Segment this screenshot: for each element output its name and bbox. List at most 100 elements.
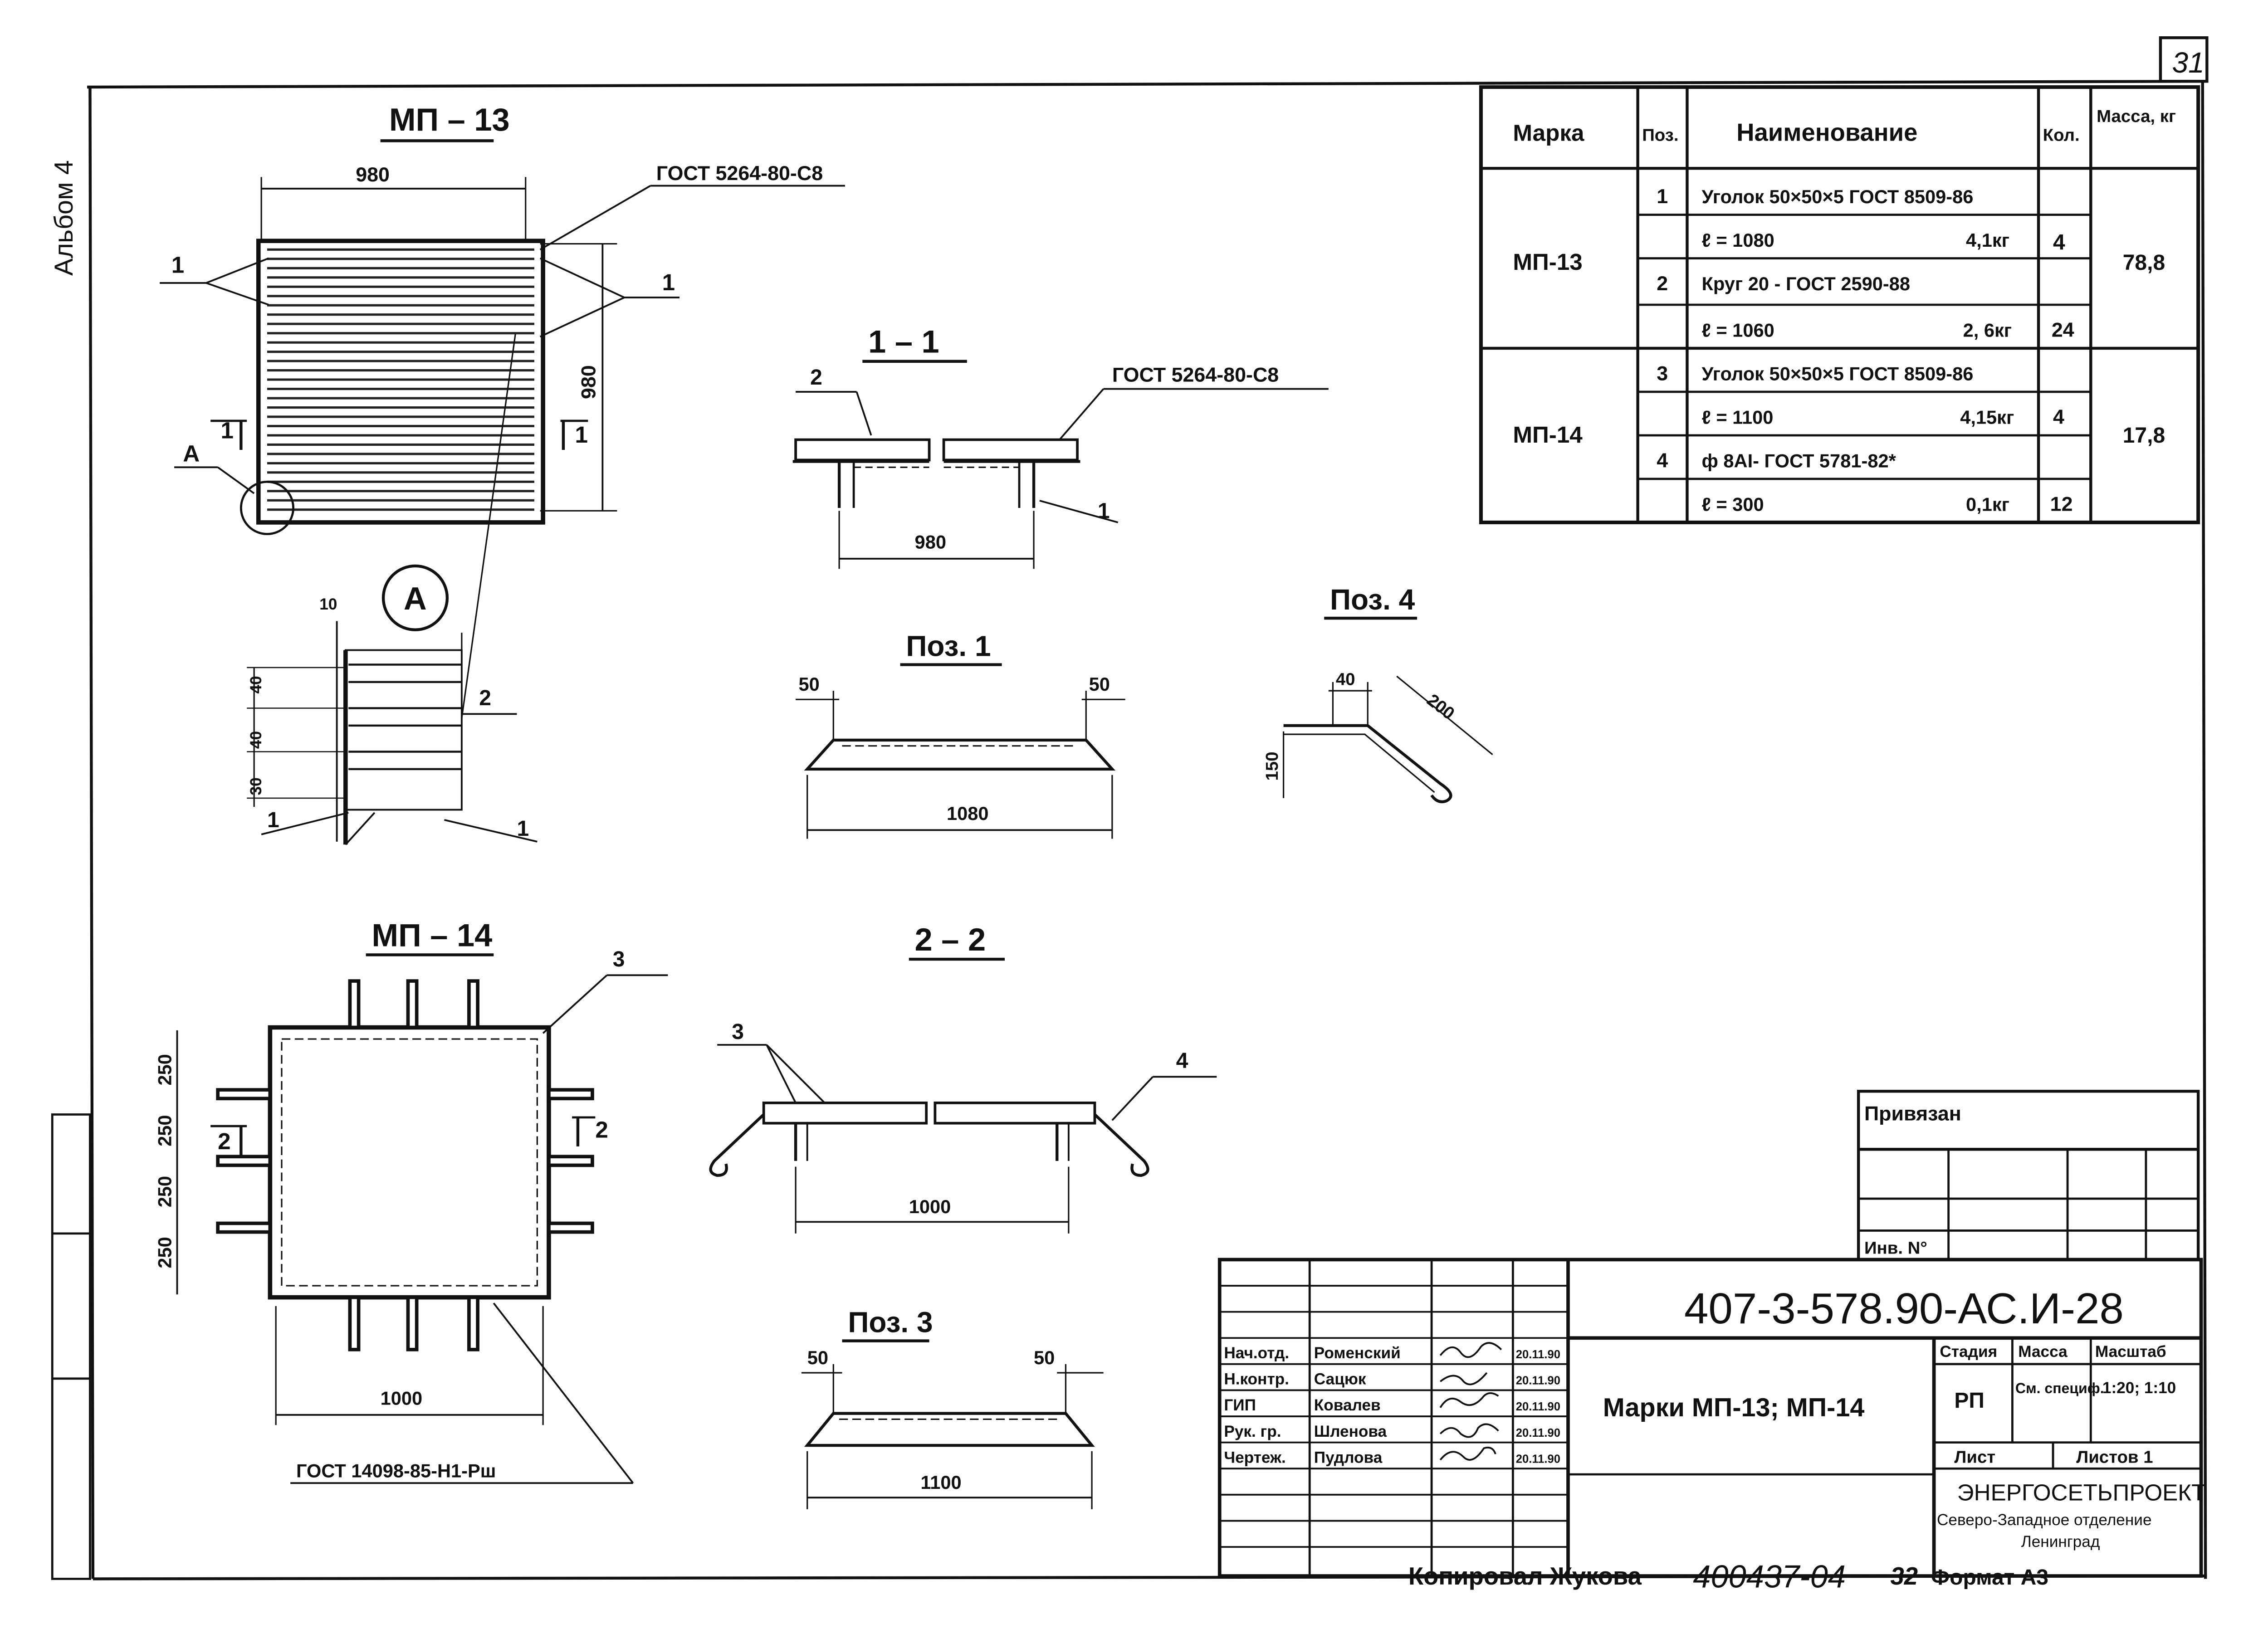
mp13-title: МП – 13 [389, 102, 510, 137]
section-2-2-label-4: 4 [1176, 1049, 1188, 1073]
anchor-pin [216, 1155, 272, 1167]
spec-pos-2: 2 [1657, 272, 1668, 295]
poz1-dim-50-left: 50 [798, 673, 819, 695]
spec-name-row5: Уголок 50×50×5 ГОСТ 8509-86 [1701, 363, 1973, 384]
poz1-title: Поз. 1 [906, 629, 991, 662]
anchor-pin [348, 1295, 361, 1351]
anchor-pin [547, 1155, 594, 1167]
spec-name-row1: Уголок 50×50×5 ГОСТ 8509-86 [1701, 186, 1973, 207]
poz4-dim-40: 40 [1336, 669, 1355, 689]
mp14-dim-side-4: 250 [154, 1237, 176, 1268]
mass-header: Масса [2018, 1343, 2068, 1361]
spec-unit-row8: 0,1кг [1966, 493, 2009, 515]
spec-unit-row4: 2, 6кг [1963, 319, 2012, 341]
anchor-pin [348, 979, 361, 1029]
mp13-callout-a: А [183, 441, 200, 467]
person-1: Роменский [1314, 1344, 1401, 1362]
spec-header-mass: Масса, кг [2097, 107, 2176, 126]
mp14-section-mark-right: 2 [595, 1117, 608, 1143]
spec-name-row7: ф 8АI- ГОСТ 5781-82* [1701, 450, 1896, 471]
mp13-bars [267, 248, 534, 511]
inv-number: 400437-04 [1693, 1559, 1846, 1595]
org-city: Ленинград [2021, 1533, 2100, 1551]
spec-mass-mp13: 78,8 [2123, 251, 2165, 275]
scale-header: Масштаб [2095, 1343, 2166, 1361]
spec-name-row2: ℓ = 1080 [1701, 229, 1774, 251]
drawing-name: Марки МП-13; МП-14 [1603, 1393, 1865, 1422]
page-number: 31 [2172, 46, 2204, 79]
spec-qty-row4: 24 [2052, 318, 2074, 341]
title-block-text: 407-3-578.90-АС.И-28 Марки МП-13; МП-14 … [1224, 1284, 2205, 1551]
poz4-dim-150: 150 [1262, 751, 1282, 780]
poz1-dim-50-right: 50 [1089, 673, 1110, 695]
mp14-section-mark-left: 2 [218, 1128, 230, 1154]
spec-header-qty: Кол. [2043, 125, 2080, 145]
section-1-1-gost: ГОСТ 5264-80-С8 [1112, 364, 1279, 386]
section-1-1: 1 – 1 2 ГОСТ 5264-80-С8 1 980 [792, 324, 1329, 569]
mp14-dim-bottom: 1000 [381, 1387, 423, 1409]
footer-sheet-no: 32 [1891, 1562, 1918, 1590]
anchor-pin [406, 1295, 419, 1351]
spec-mass-mp14: 17,8 [2123, 424, 2165, 448]
poz3-dim-50-right: 50 [1034, 1347, 1055, 1368]
role-3: ГИП [1224, 1396, 1256, 1414]
mp13-gost: ГОСТ 5264-80-С8 [656, 162, 823, 185]
spec-name-row6: ℓ = 1100 [1701, 406, 1773, 428]
mp13-callout-left: 1 [171, 252, 184, 278]
poz4-title: Поз. 4 [1330, 583, 1415, 616]
sheet-label: Лист [1954, 1447, 1995, 1467]
mp13-callout-right: 1 [662, 269, 675, 295]
detail-a: А 10 40 40 30 2 1 1 [247, 333, 538, 845]
date-5: 20.11.90 [1516, 1453, 1560, 1465]
spec-name-row8: ℓ = 300 [1701, 493, 1764, 515]
anchor-pin [547, 1221, 594, 1234]
copied-by: Копировал Жукова [1408, 1562, 1642, 1590]
date-3: 20.11.90 [1516, 1400, 1560, 1413]
scale-value: 1:20; 1:10 [2102, 1379, 2176, 1397]
spec-table-text: Марка Поз. Наименование Кол. Масса, кг М… [1513, 107, 2176, 516]
spec-header-pos: Поз. [1642, 125, 1678, 145]
role-1: Нач.отд. [1224, 1344, 1289, 1362]
mp14-dim-side-3: 250 [154, 1176, 176, 1207]
detail-a-dim-40a: 40 [247, 676, 265, 693]
mp14-plan: МП – 14 250 250 250 250 1000 ГОСТ 14098-… [154, 917, 668, 1484]
spec-mark-mp14: МП-14 [1513, 422, 1583, 448]
mp14-dim-side-2: 250 [154, 1115, 176, 1146]
role-5: Чертеж. [1224, 1449, 1286, 1466]
person-5: Пудлова [1314, 1449, 1383, 1466]
poz1: Поз. 1 50 50 1080 [796, 629, 1125, 839]
anchor-pin [216, 1221, 272, 1234]
mp13-dim-top: 980 [356, 163, 390, 186]
detail-a-dim-30: 30 [247, 777, 265, 795]
mp13-dim-side: 980 [577, 365, 600, 399]
poz3: Поз. 3 50 50 1100 [801, 1306, 1104, 1509]
mp14-callout-3: 3 [613, 947, 625, 971]
spec-qty-row8: 12 [2050, 493, 2073, 515]
section-1-1-dim: 980 [915, 532, 946, 553]
anchor-pin [467, 979, 479, 1029]
sheet-frame [51, 36, 2209, 1580]
person-2: Сацюк [1314, 1371, 1366, 1388]
anchor-pin [216, 1088, 272, 1101]
poz4-dim-200: 200 [1423, 690, 1458, 723]
anchor-pin [547, 1088, 594, 1101]
detail-a-dim-40b: 40 [247, 731, 265, 749]
detail-a-callout-1-left: 1 [267, 808, 279, 832]
signatures [1439, 1342, 1502, 1461]
person-3: Ковалев [1314, 1396, 1381, 1414]
section-1-1-pos-label: 2 [810, 366, 822, 390]
section-2-2-label-3: 3 [732, 1020, 744, 1044]
section-2-2: 2 – 2 3 4 1000 [709, 922, 1217, 1234]
poz3-title: Поз. 3 [848, 1306, 933, 1338]
footer: Копировал Жукова 400437-04 32 Формат А3 [1408, 1559, 2048, 1595]
mp14-anchor-pins [216, 979, 594, 1351]
stage-header: Стадия [1940, 1343, 1997, 1361]
spec-header-name: Наименование [1736, 118, 1917, 146]
detail-a-label: А [404, 580, 427, 616]
spec-pos-4: 4 [1657, 449, 1668, 472]
spec-unit-row2: 4,1кг [1966, 229, 2009, 251]
org-sub: Северо-Западное отделение [1937, 1511, 2152, 1529]
mp14-dim-side-1: 250 [154, 1054, 176, 1085]
mass-value: См. специф. [2015, 1380, 2104, 1396]
